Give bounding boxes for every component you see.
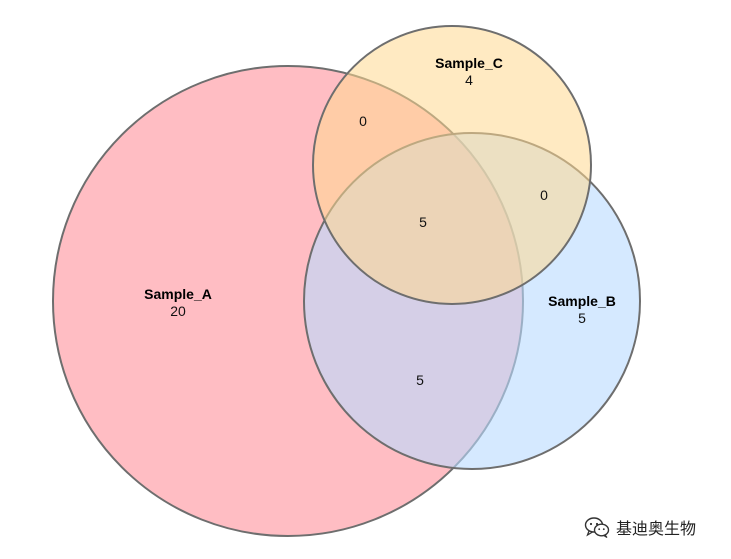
count-a-b: 5	[416, 372, 424, 388]
count-c-only: 4	[465, 72, 473, 88]
wechat-icon	[584, 517, 610, 538]
count-a-only: 20	[170, 303, 186, 319]
count-a-c: 0	[359, 113, 367, 129]
count-b-only: 5	[578, 310, 586, 326]
count-b-c: 0	[540, 187, 548, 203]
set-label-a: Sample_A	[144, 286, 212, 302]
watermark-text: 基迪奥生物	[616, 519, 697, 538]
count-a-b-c: 5	[419, 214, 427, 230]
set-circle-c	[312, 25, 592, 305]
watermark: 基迪奥生物	[584, 514, 696, 540]
set-label-c: Sample_C	[435, 55, 503, 71]
set-label-b: Sample_B	[548, 293, 616, 309]
